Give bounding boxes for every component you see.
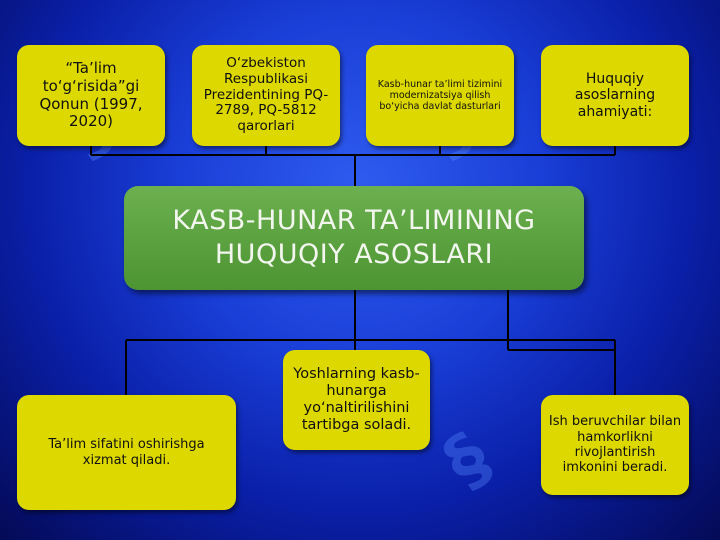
top-box-importance-text: Huquqiy asoslarning ahamiyati:: [574, 70, 656, 120]
top-box-decrees-text: O‘zbekiston Respublikasi Prezidentining …: [203, 54, 329, 135]
bottom-box-quality-text: Ta’lim sifatini oshirishga xizmat qiladi…: [48, 437, 205, 468]
top-box-law-text: “Ta’lim to‘g‘risida”gi Qonun (1997, 2020…: [39, 59, 143, 131]
top-box-importance: Huquqiy asoslarning ahamiyati:: [541, 45, 689, 146]
top-box-programs: Kasb-hunar ta’limi tizimini modernizatsi…: [366, 45, 514, 146]
top-box-decrees: O‘zbekiston Respublikasi Prezidentining …: [192, 45, 340, 146]
bottom-box-orientation: Yoshlarning kasb-hunarga yo‘naltirilishi…: [283, 350, 430, 450]
top-box-law: “Ta’lim to‘g‘risida”gi Qonun (1997, 2020…: [17, 45, 165, 146]
central-title-box: KASB-HUNAR TA’LIMINING HUQUQIY ASOSLARI: [124, 186, 584, 290]
bottom-box-cooperation-text: Ish beruvchilar bilan hamkorlikni rivojl…: [548, 414, 682, 476]
bottom-box-quality: Ta’lim sifatini oshirishga xizmat qiladi…: [17, 395, 236, 510]
bottom-box-orientation-text: Yoshlarning kasb-hunarga yo‘naltirilishi…: [293, 365, 420, 434]
bottom-box-cooperation: Ish beruvchilar bilan hamkorlikni rivojl…: [541, 395, 689, 495]
central-title: KASB-HUNAR TA’LIMINING HUQUQIY ASOSLARI: [172, 205, 536, 270]
top-box-programs-text: Kasb-hunar ta’limi tizimini modernizatsi…: [377, 78, 503, 113]
